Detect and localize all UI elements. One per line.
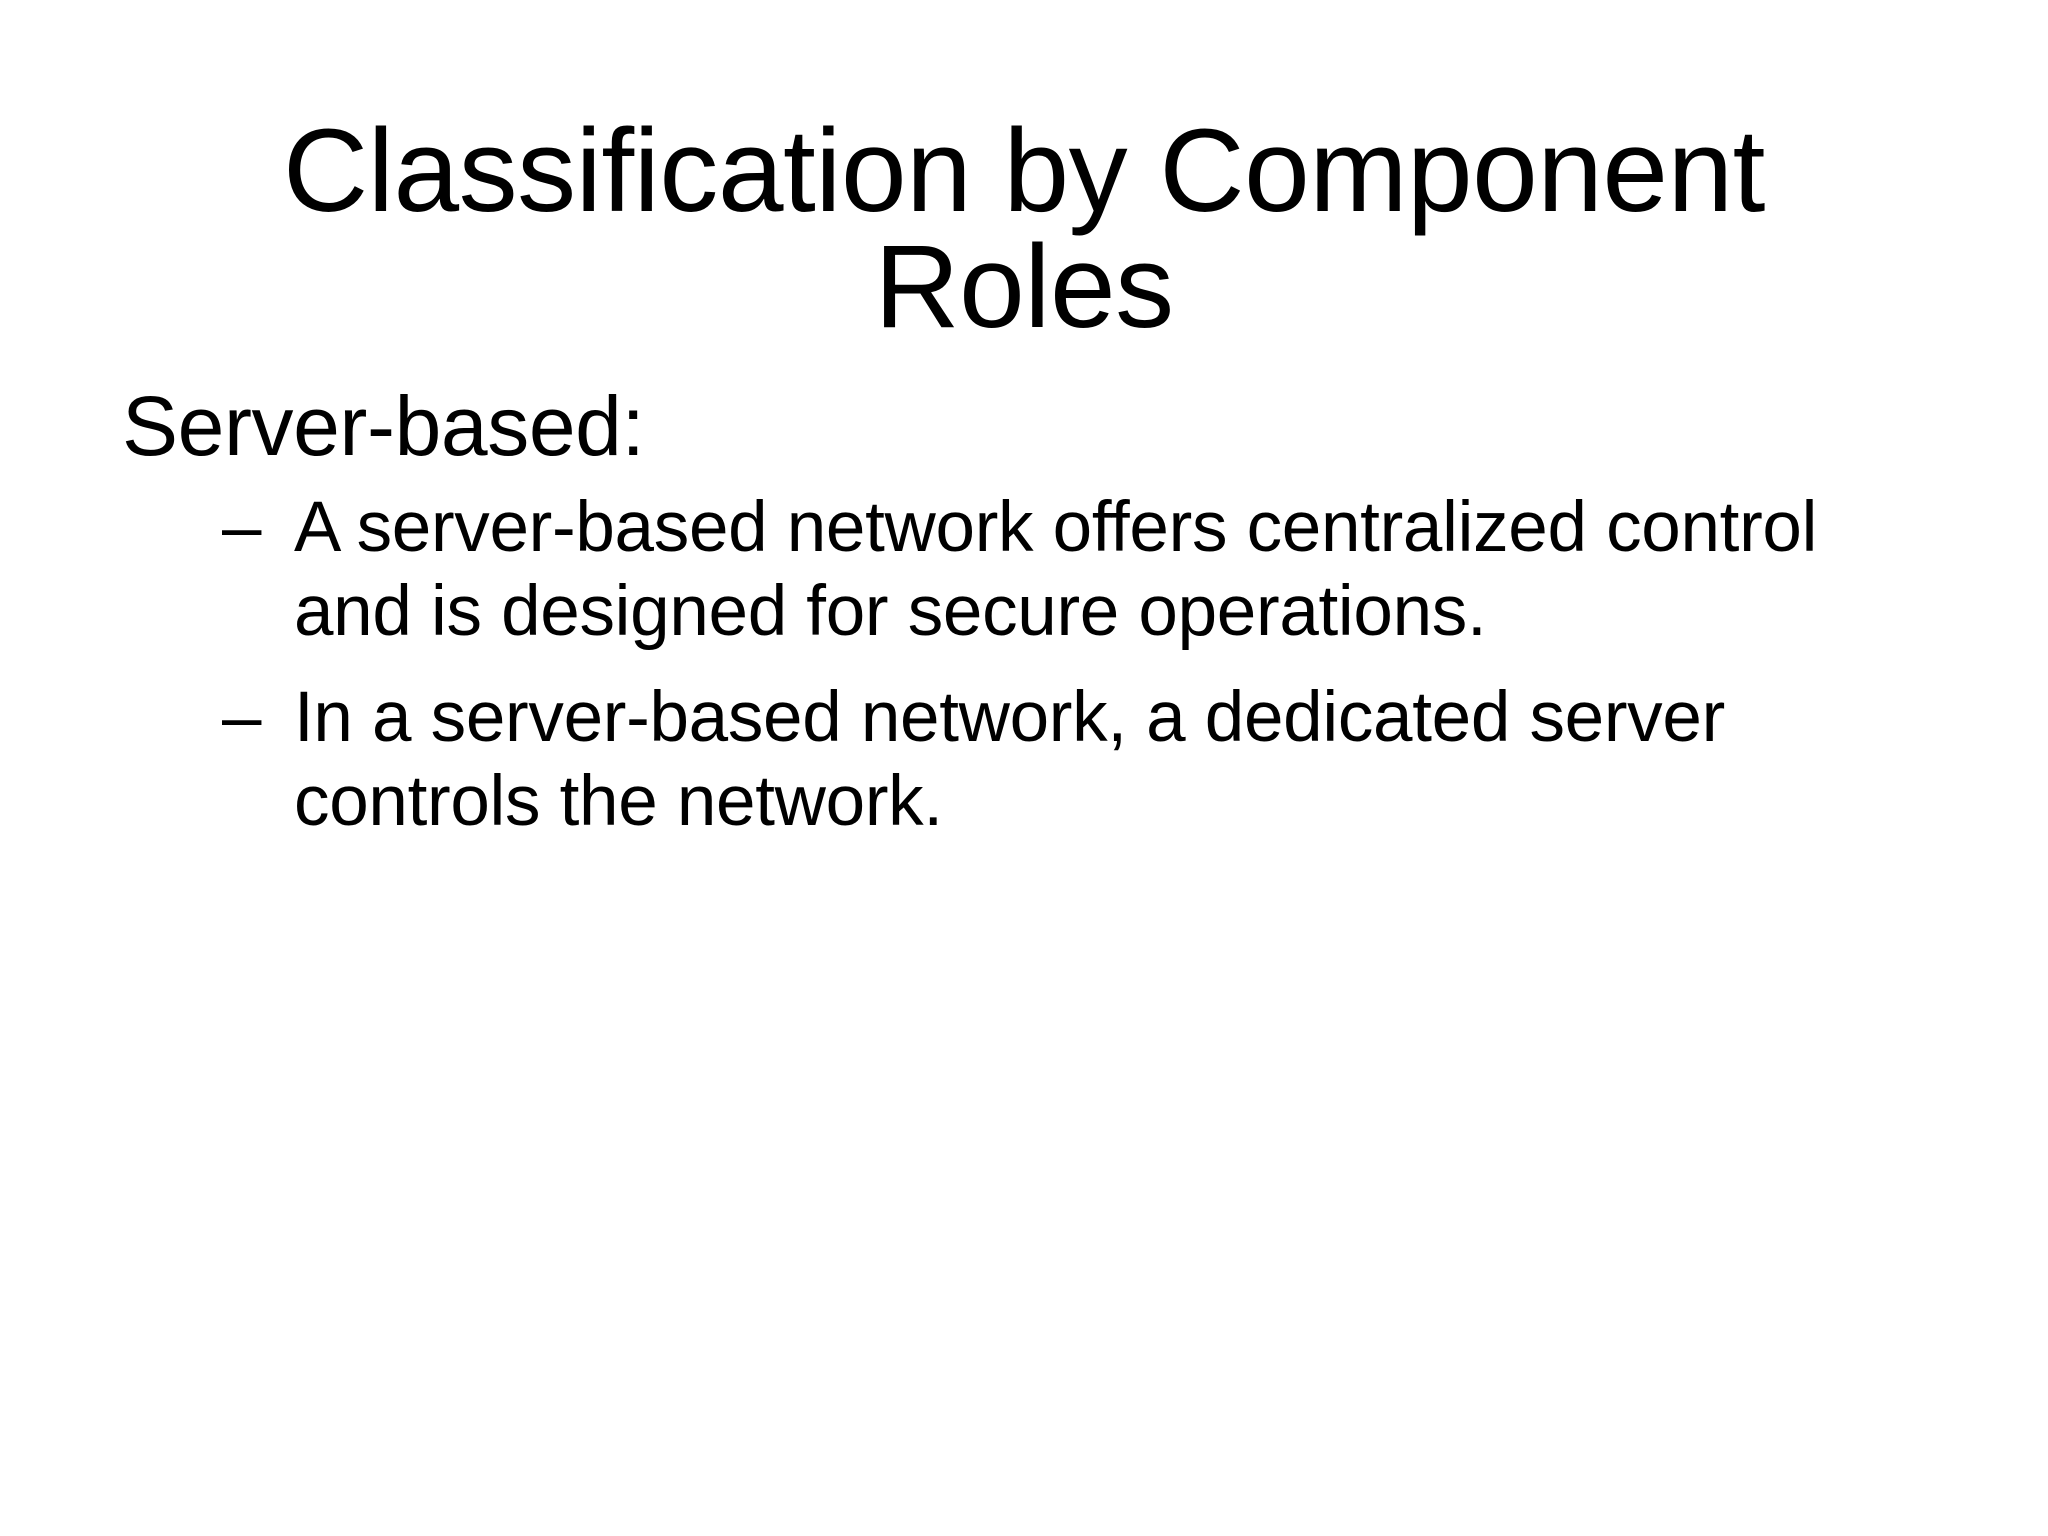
slide-title: Classification by Component Roles	[283, 105, 1765, 354]
body-heading-server-based: Server-based:	[122, 379, 645, 473]
bullet-text: A server-based network offers centralize…	[294, 488, 1818, 651]
dash-bullet-icon: –	[222, 678, 262, 757]
dash-bullet-icon: –	[222, 488, 262, 567]
slide-body: Server-based: – A server-based network o…	[122, 380, 1942, 844]
list-item: – A server-based network offers centrali…	[122, 486, 1942, 654]
bullet-text: In a server-based network, a dedicated s…	[294, 678, 1725, 841]
bullet-list: – A server-based network offers centrali…	[122, 486, 1942, 844]
list-item: – In a server-based network, a dedicated…	[122, 676, 1942, 844]
